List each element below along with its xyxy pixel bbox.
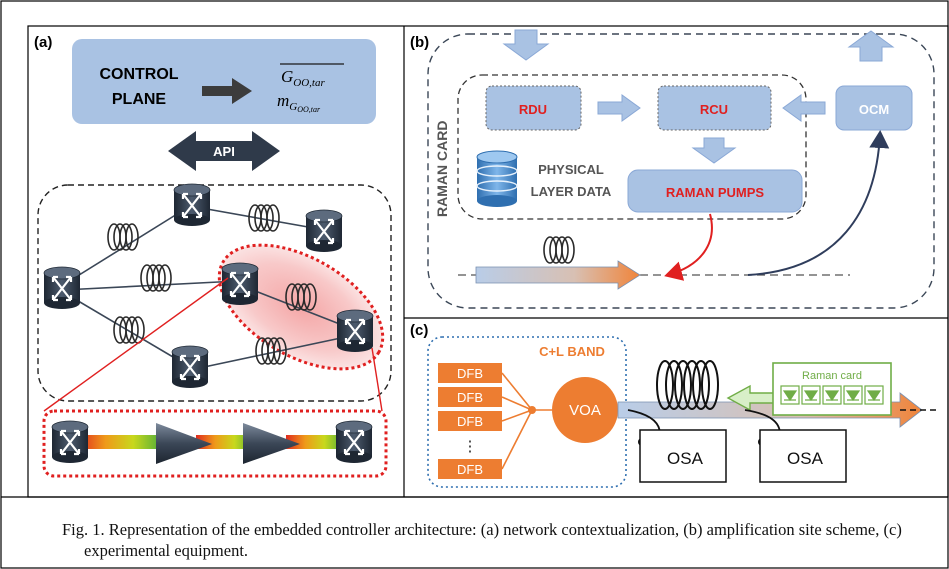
control-plane-box: [72, 39, 376, 124]
dfb-label: DFB: [457, 462, 483, 477]
raman-card-label: RAMAN CARD: [434, 121, 450, 217]
osa-box: [639, 429, 727, 483]
source-box: [427, 336, 627, 488]
amplifier-icon: [156, 423, 212, 464]
signal-arrow-icon: [617, 392, 923, 428]
panel-b-label: (b): [410, 34, 429, 51]
dfb-label: DFB: [457, 366, 483, 381]
database-icon: [476, 150, 518, 207]
voa-label: VOA: [569, 402, 601, 419]
pump-direction-arrow-icon: [726, 384, 776, 412]
fiber-spool-icon: [656, 360, 719, 410]
control-arrow-icon: [202, 78, 252, 104]
router-icon: [42, 265, 82, 311]
osa-label: OSA: [667, 449, 704, 468]
dfb-label: DFB: [457, 414, 483, 429]
router-icon: [304, 208, 344, 254]
voa-circle: [552, 377, 618, 443]
rcu-box: [657, 85, 772, 131]
control-plane-line-1: CONTROL: [99, 66, 178, 83]
figure-inner-border: [27, 25, 949, 498]
spectrum-bar: [286, 435, 350, 449]
dfb-laser: [438, 363, 502, 383]
raman-pumps-label: RAMAN PUMPS: [666, 185, 765, 200]
raman-card-label: Raman card: [802, 370, 862, 382]
fiber-coil-icon: [113, 316, 145, 344]
panel-c-label: (c): [410, 322, 428, 339]
osa-box: [759, 429, 847, 483]
rcu-to-pumps-arrow-icon: [691, 137, 737, 164]
fiber-coil-icon: [107, 223, 139, 251]
ocm-label: OCM: [859, 102, 889, 117]
raman-card-box: [772, 362, 892, 416]
dfb-laser: [438, 411, 502, 431]
physical-layer-line-2: LAYER DATA: [531, 184, 612, 199]
physical-layer-line-1: PHYSICAL: [538, 162, 604, 177]
osa-label: OSA: [787, 449, 824, 468]
link-detail-box: [42, 409, 388, 478]
router-icon: [335, 308, 375, 354]
band-label: C+L BAND: [539, 344, 605, 359]
router-icon: [334, 419, 374, 465]
coupler-node: [528, 406, 536, 414]
spectrum-bar: [78, 435, 170, 449]
target-gain-symbol: GOO,tar: [281, 67, 325, 89]
panel-c: (c) C+L BAND DFB DFB DFB ⋮ DFB VOA: [410, 322, 940, 488]
fiber-coil-icon: [543, 236, 575, 264]
panel-a: (a) CONTROL PLANE GOO,tar mGOO,tar API: [34, 34, 392, 478]
ocm-to-rcu-arrow-icon: [782, 94, 826, 122]
router-icon: [172, 182, 212, 228]
rdu-box: [485, 85, 582, 131]
amplifier-icon: [243, 423, 300, 464]
figure-caption: Fig. 1. Representation of the embedded c…: [62, 520, 902, 560]
controller-box: [457, 74, 807, 220]
zoom-line-right: [371, 347, 383, 412]
api-label: API: [213, 144, 235, 159]
network-box: [37, 184, 392, 402]
router-icon: [50, 419, 90, 465]
router-icon: [220, 261, 260, 307]
dfb-ellipsis: ⋮: [463, 438, 478, 455]
rdu-to-rcu-arrow-icon: [597, 94, 641, 122]
rdu-label: RDU: [519, 102, 547, 117]
input-arrow-icon: [502, 29, 550, 61]
panel-b: (b) RAMAN CARD RDU RCU OCM PHYSICAL LAYE…: [410, 29, 935, 309]
dfb-laser: [438, 459, 502, 479]
combiner-lines: [501, 372, 552, 470]
api-arrow-icon: [168, 131, 280, 171]
control-plane-line-2: PLANE: [112, 91, 167, 108]
fiber-coil-icon: [140, 264, 172, 292]
output-arrow-icon: [847, 30, 895, 62]
target-tilt-symbol: mGOO,tar: [277, 91, 321, 114]
router-icon: [170, 344, 210, 390]
signal-arrow-icon: [475, 260, 641, 290]
rcu-label: RCU: [700, 102, 728, 117]
ocm-tap-arrow: [747, 130, 890, 276]
raman-pumps-box: [627, 169, 803, 213]
panel-a-label: (a): [34, 34, 52, 51]
dfb-label: DFB: [457, 390, 483, 405]
dfb-laser: [438, 387, 502, 407]
zoom-line-left: [43, 277, 229, 412]
pump-diodes-icon: [780, 385, 884, 405]
ocm-box: [835, 85, 913, 131]
pump-injection-arrow: [664, 213, 713, 281]
